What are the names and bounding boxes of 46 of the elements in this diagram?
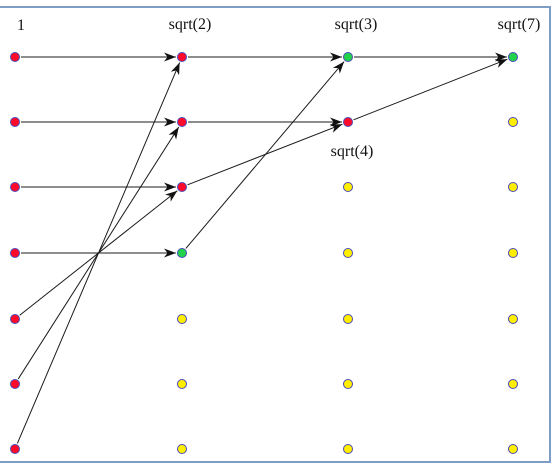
dot — [10, 379, 20, 389]
dot — [343, 248, 353, 258]
node-label: sqrt(2) — [168, 16, 212, 34]
node-label: 1 — [17, 17, 25, 35]
dot — [508, 248, 518, 258]
node-label: sqrt(3) — [334, 16, 378, 34]
dot — [177, 52, 187, 62]
arrow — [187, 124, 343, 186]
dot — [508, 444, 518, 454]
dot — [343, 117, 353, 127]
arrow — [20, 182, 176, 192]
dot — [177, 314, 187, 324]
arrow — [353, 58, 508, 120]
dot — [343, 314, 353, 324]
dot — [10, 117, 20, 127]
dot — [508, 117, 518, 127]
dot — [343, 444, 353, 454]
node-label: sqrt(4) — [330, 143, 374, 161]
dot — [343, 379, 353, 389]
node-label: sqrt(7) — [498, 16, 540, 34]
arrow — [188, 52, 342, 62]
dot — [177, 379, 187, 389]
dot — [10, 182, 20, 192]
arrow — [20, 118, 176, 126]
arrow — [354, 52, 508, 62]
dot — [177, 444, 187, 454]
dot — [177, 248, 187, 258]
dot — [10, 248, 20, 258]
arrow — [188, 118, 342, 126]
dot — [508, 379, 518, 389]
dot — [10, 444, 20, 454]
dot — [177, 182, 187, 192]
dot — [508, 314, 518, 324]
dot — [177, 117, 187, 127]
dot — [343, 52, 353, 62]
dot — [343, 182, 353, 192]
dot — [508, 182, 518, 192]
arrow — [19, 190, 178, 316]
dot — [508, 52, 518, 62]
arrow — [20, 248, 176, 258]
arrow — [20, 52, 176, 62]
arrow — [185, 61, 345, 249]
dot — [10, 314, 20, 324]
dot — [10, 52, 20, 62]
arrow — [16, 62, 180, 444]
arrow — [18, 126, 180, 380]
